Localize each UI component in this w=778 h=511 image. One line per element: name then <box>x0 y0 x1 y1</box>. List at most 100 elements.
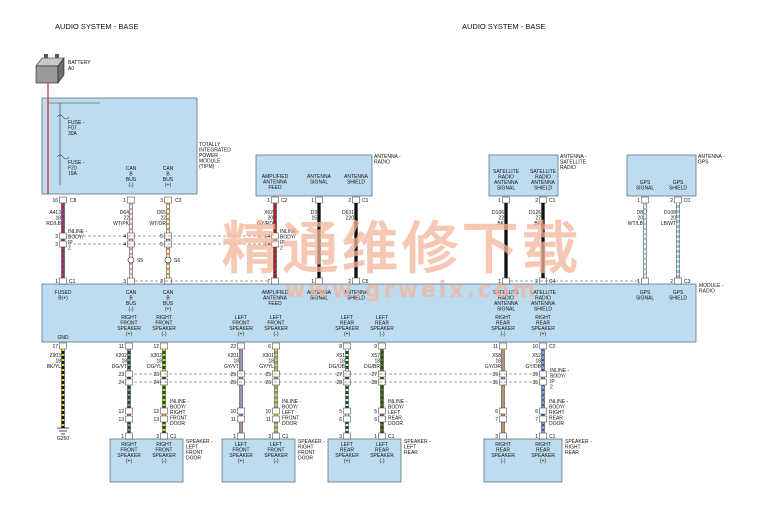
radio-top-pin-label: B(+) <box>58 296 68 302</box>
antenna-gps-color: WT/LB <box>628 221 644 227</box>
tipm-wire-gauge: 22 <box>123 216 129 222</box>
door-inline-label: FRONT <box>170 416 187 422</box>
antenna-sat-col-label: ANTENNA <box>531 180 556 186</box>
tipm-bus-plus-label: (+) <box>165 183 172 189</box>
battery-icon <box>35 54 65 84</box>
antenna-sat-pin-box <box>502 196 510 204</box>
door-inline-label: DOOR <box>282 421 297 427</box>
speaker-pin-label: FRONT <box>155 448 172 454</box>
speaker-label: LEFT <box>404 445 416 451</box>
speaker-pin-box <box>272 432 280 440</box>
radio-top-pin-box <box>502 277 510 285</box>
antenna-sat-col-label: SIGNAL <box>497 186 516 192</box>
door-inline-pin-box <box>125 407 133 415</box>
antenna-radio-color: GY/RD <box>257 221 273 227</box>
antenna-gps-conn: D1 <box>684 198 691 204</box>
antenna-radio-col-label: SHIELD <box>347 180 365 186</box>
antenna-sat-gauge: 27 <box>535 216 541 222</box>
door-inline-pin-box <box>272 407 280 415</box>
speaker-box <box>327 438 402 483</box>
inline-ip-pin: 24 <box>153 380 159 386</box>
door-inline-label: LEFT <box>282 410 294 416</box>
radio-top-pin-box <box>271 277 279 285</box>
radio-output-label: REAR <box>496 321 510 327</box>
speaker-pin-label: (+) <box>126 459 133 465</box>
inline-ip-label: BODY/ <box>550 374 566 380</box>
antenna-sat-col-label: SATELLITE <box>530 169 557 175</box>
speaker-pin: 1 <box>121 434 124 440</box>
door-inline-pin: 10 <box>265 409 271 415</box>
radio-output-label: SPEAKER <box>229 326 253 332</box>
fuse-f20-label: 15A <box>68 171 78 177</box>
door-inline-label: FRONT <box>282 416 299 422</box>
splice-s5-icon <box>127 256 135 264</box>
antenna-sat-circuit: D106 <box>492 210 504 216</box>
radio-top-pin-label: CAN <box>126 290 137 296</box>
radio-output-label: SPEAKER <box>491 326 515 332</box>
door-inline-pin-box <box>539 415 547 423</box>
radio-top-pin-box <box>352 277 360 285</box>
antenna-radio-box <box>255 154 373 197</box>
speaker-pin-label: SPEAKER <box>117 453 141 459</box>
antenna-sat-col-label: RADIO <box>535 175 551 181</box>
antenna-sat-circuit: D126 <box>529 210 541 216</box>
speaker-pin-label: FRONT <box>232 448 249 454</box>
speaker-pin-label: (-) <box>162 459 167 465</box>
door-inline-pin: 5 <box>339 409 342 415</box>
radio-top-pin-label: SHIELD <box>347 296 365 302</box>
tipm-bus-plus-label: B <box>166 172 170 178</box>
tipm-wire-color: WT/OR <box>149 221 166 227</box>
speaker-pin-label: REAR <box>375 448 389 454</box>
speaker-label: RIGHT <box>565 445 581 451</box>
inline-top-pin-1: 3 <box>55 234 58 240</box>
battery-label: BATTERY <box>68 60 91 66</box>
speaker-pin-label: (+) <box>540 459 547 465</box>
door-inline-pin-box <box>499 415 507 423</box>
antenna-radio-label: RADIO <box>374 160 390 166</box>
fuse-f07-label: F07 <box>68 126 77 132</box>
door-inline-pin: 6 <box>495 409 498 415</box>
radio-top-pin: 3 <box>123 279 126 285</box>
radio-output-color: GY/OR <box>485 364 502 370</box>
speaker-pin: 1 <box>233 434 236 440</box>
radio-output-label: RIGHT <box>121 315 137 321</box>
antenna-radio-gauge: 220 <box>346 216 355 222</box>
door-inline-label: BODY/ <box>170 405 186 411</box>
radio-output-label: LEFT <box>270 315 282 321</box>
speaker-pin-box <box>499 432 507 440</box>
radio-module-label: MODULE - <box>699 283 724 289</box>
radio-top-pin: 2 <box>160 279 163 285</box>
door-inline-pin-box <box>378 407 386 415</box>
tipm-pin-c-box <box>164 196 172 204</box>
speaker-label: SPEAKER - <box>186 439 213 445</box>
radio-gnd-label: GND <box>57 335 69 341</box>
radio-output-color: GY/YL <box>259 364 274 370</box>
radio-output-pin-box <box>343 342 351 350</box>
antenna-gps-label: ANTENNA - <box>698 154 725 160</box>
antenna-radio-col-label: AMPLIFIED <box>262 174 289 180</box>
door-inline-pin: 6 <box>535 409 538 415</box>
antenna-sat-label: ANTENNA - <box>560 154 587 160</box>
antenna-inline-pin-1: 14 <box>264 234 270 240</box>
speaker-box <box>109 438 184 483</box>
radio-top-pin-label: RADIO <box>535 296 551 302</box>
antenna-radio-circuit: D3 <box>311 210 318 216</box>
inline-top-label: BODY/ <box>68 235 84 241</box>
watermark-url: www.grweix.com <box>285 278 538 303</box>
inline-ip-pin: 25 <box>265 372 271 378</box>
fuse-f07-label: 30A <box>68 131 78 137</box>
door-inline-pin-box <box>343 407 351 415</box>
door-inline-pin-box <box>539 407 547 415</box>
antenna-radio-col-label: ANTENNA <box>307 174 332 180</box>
antenna-sat-col-label: SATELLITE <box>493 169 520 175</box>
radio-top-conn: C3 <box>684 279 691 285</box>
splice-s6-label: S6 <box>174 258 180 264</box>
radio-top-pin-label: ANTENNA <box>263 296 288 302</box>
battery-id: A0 <box>68 66 74 72</box>
radio-output-label: RIGHT <box>156 315 172 321</box>
radio-output-label: SPEAKER <box>152 326 176 332</box>
tipm-bus-plus-label: BUS <box>163 177 174 183</box>
tipm-label: TOTALLY <box>199 142 221 148</box>
tipm-bus-minus-label: BUS <box>126 177 137 183</box>
radio-output-label: (-) <box>501 332 506 338</box>
